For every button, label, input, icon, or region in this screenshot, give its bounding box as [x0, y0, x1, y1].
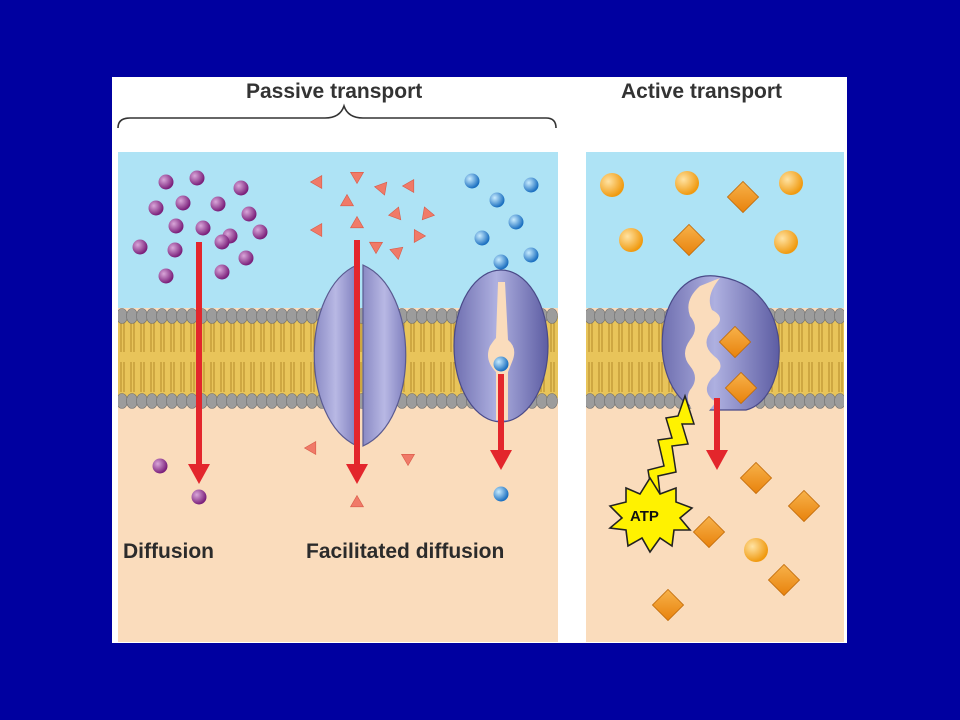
blue-molecule [464, 173, 480, 189]
pink-molecule [389, 246, 404, 260]
purple-molecule [214, 234, 230, 250]
diffusion-label: Diffusion [123, 540, 214, 563]
pink-molecule [349, 215, 365, 229]
arrow-down-icon [196, 242, 202, 466]
pink-molecule [400, 453, 416, 467]
molecules [132, 170, 821, 622]
purple-molecule [132, 239, 148, 255]
blue-molecule [493, 486, 509, 502]
pink-molecule [309, 174, 323, 190]
purple-molecule [195, 220, 211, 236]
pink-molecule [368, 241, 384, 255]
arrow-down-icon [714, 398, 720, 452]
pink-molecule [401, 178, 415, 194]
purple-molecule [168, 218, 184, 234]
purple-molecule [152, 458, 168, 474]
purple-molecule [167, 242, 183, 258]
orange-molecule [779, 171, 803, 195]
purple-molecule [252, 224, 268, 240]
pink-molecule [421, 206, 435, 221]
blue-molecule [489, 192, 505, 208]
purple-molecule [238, 250, 254, 266]
pink-molecule [303, 440, 317, 456]
active-transport-heading: Active transport [621, 80, 783, 103]
orange-molecule [600, 173, 624, 197]
orange-molecule [675, 171, 699, 195]
carrier-protein [453, 269, 549, 423]
pink-molecule [349, 494, 365, 508]
arrow-down-icon [354, 240, 360, 466]
purple-molecule [189, 170, 205, 186]
orange-diamond-molecule [767, 563, 801, 597]
blue-molecule [474, 230, 490, 246]
orange-diamond-molecule [672, 223, 706, 257]
purple-molecule [214, 264, 230, 280]
blue-molecule [523, 177, 539, 193]
orange-molecule [744, 538, 768, 562]
orange-diamond-molecule [692, 515, 726, 549]
orange-diamond-molecule [787, 489, 821, 523]
arrow-head-icon [706, 450, 728, 470]
purple-molecule [158, 268, 174, 284]
blue-molecule [493, 356, 509, 372]
blue-molecule [508, 214, 524, 230]
arrow-head-icon [346, 464, 368, 484]
purple-molecule [233, 180, 249, 196]
passive-brace-icon [117, 103, 557, 129]
pink-molecule [388, 206, 402, 221]
purple-molecule [148, 200, 164, 216]
blue-molecule [523, 247, 539, 263]
purple-molecule [175, 195, 191, 211]
orange-diamond-molecule [724, 371, 758, 405]
pink-molecule [349, 172, 365, 185]
passive-transport-heading: Passive transport [246, 80, 423, 103]
pink-molecule [374, 181, 388, 196]
orange-molecule [619, 228, 643, 252]
orange-molecule [774, 230, 798, 254]
orange-diamond-molecule [718, 325, 752, 359]
orange-diamond-molecule [726, 180, 760, 214]
arrow-down-icon [498, 374, 504, 452]
blue-molecule [493, 254, 509, 270]
arrow-head-icon [490, 450, 512, 470]
arrow-head-icon [188, 464, 210, 484]
orange-diamond-molecule [739, 461, 773, 495]
purple-molecule [210, 196, 226, 212]
channel-protein [313, 264, 407, 447]
purple-molecule [241, 206, 257, 222]
pink-molecule [413, 228, 427, 244]
pink-molecule [339, 193, 355, 207]
atp-burst-icon [608, 476, 694, 554]
orange-diamond-molecule [651, 588, 685, 622]
purple-molecule [191, 489, 207, 505]
facilitated-diffusion-label: Facilitated diffusion [306, 540, 505, 563]
pink-molecule [309, 222, 323, 238]
atp-label: ATP [630, 508, 659, 525]
transport-arrows [188, 240, 728, 484]
purple-molecule [158, 174, 174, 190]
